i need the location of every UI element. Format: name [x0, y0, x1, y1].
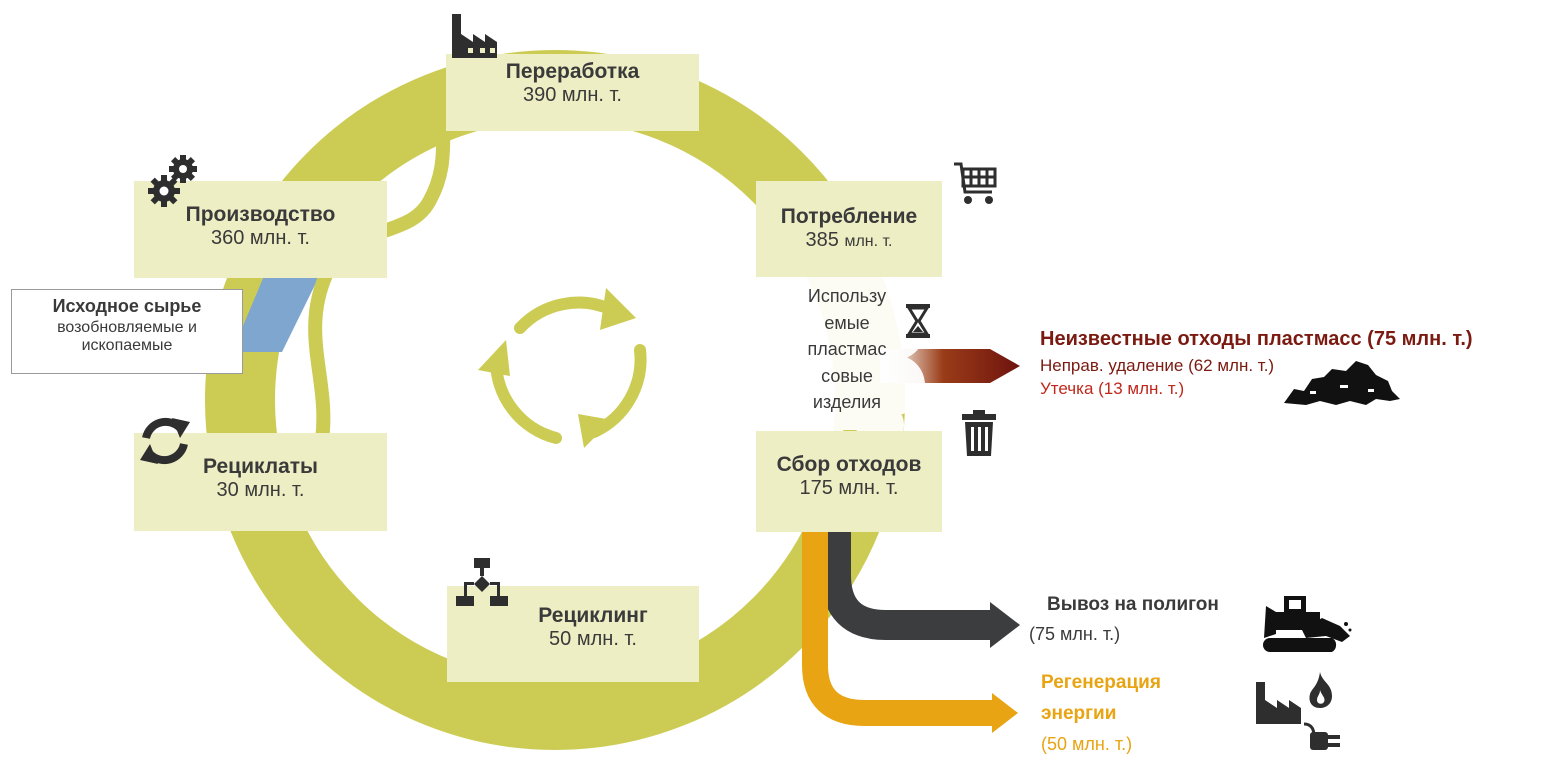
- in-use-line: Использу: [807, 286, 887, 306]
- in-use-products-label: Использу емые пластмас совые изделия: [792, 283, 902, 416]
- stage-consumption: Потребление 385 млн. т.: [756, 181, 942, 277]
- in-use-line: емые: [824, 312, 870, 333]
- shopping-cart-icon: [954, 162, 997, 204]
- landfill-flow: [821, 520, 992, 640]
- hourglass-icon: [906, 304, 930, 338]
- stage-value: 30 млн. т.: [216, 479, 305, 501]
- bulldozer-icon: [1263, 596, 1352, 652]
- stage-recycling: Рециклинг 50 млн. т.: [447, 586, 699, 682]
- unknown-waste-leakage: Утечка (13 млн. т.): [1040, 379, 1185, 398]
- raw-material-line1: возобновляемые и: [57, 319, 197, 336]
- energy-value: (50 млн. т.): [1041, 734, 1133, 754]
- stage-title: Рециклинг: [538, 604, 648, 627]
- energy-title-line2: энергии: [1041, 703, 1117, 724]
- raw-material-box: Исходное сырье возобновляемые и ископаем…: [11, 289, 243, 374]
- power-plant-icon: [1256, 672, 1340, 750]
- stage-title: Сбор отходов: [776, 453, 922, 476]
- stage-title: Рециклаты: [203, 455, 318, 478]
- landfill-value: (75 млн. т.): [1029, 624, 1121, 644]
- factory-icon: [452, 14, 497, 58]
- stage-value: 390 млн. т.: [522, 84, 622, 106]
- landfill-title: Вывоз на полигон: [1047, 594, 1219, 615]
- stage-waste-collection: Сбор отходов 175 млн. т.: [756, 431, 942, 532]
- stage-value-number: 385: [805, 229, 839, 251]
- stage-value: 360 млн. т.: [210, 227, 310, 249]
- stage-value: 50 млн. т.: [549, 628, 637, 650]
- in-use-line: совые: [821, 365, 873, 386]
- energy-flow: [802, 530, 994, 726]
- trash-can-icon: [962, 410, 996, 456]
- stage-title: Переработка: [505, 60, 640, 83]
- raw-material-title: Исходное сырье: [52, 296, 202, 316]
- energy-title-line1: Регенерация: [1041, 672, 1161, 693]
- in-use-line: пластмас: [807, 339, 887, 359]
- stage-value-unit: млн. т.: [844, 233, 893, 250]
- unknown-waste-title: Неизвестные отходы пластмасс (75 млн. т.…: [1040, 328, 1473, 350]
- stage-title: Производство: [185, 203, 336, 226]
- stage-value: 175 млн. т.: [799, 477, 899, 499]
- raw-material-line2: ископаемые: [81, 337, 173, 354]
- unknown-waste-improper: Неправ. удаление (62 млн. т.): [1040, 356, 1275, 375]
- recycle-arrows-icon: [140, 417, 190, 465]
- stage-processing: Переработка 390 млн. т.: [446, 54, 699, 131]
- stage-title: Потребление: [780, 205, 918, 228]
- sorting-flowchart-icon: [456, 558, 508, 606]
- garbage-pile-icon: [1284, 361, 1400, 405]
- gears-icon: [148, 155, 197, 207]
- stage-recyclates: Рециклаты 30 млн. т.: [134, 433, 387, 531]
- stage-production: Производство 360 млн. т.: [134, 181, 387, 278]
- in-use-line: изделия: [812, 392, 882, 412]
